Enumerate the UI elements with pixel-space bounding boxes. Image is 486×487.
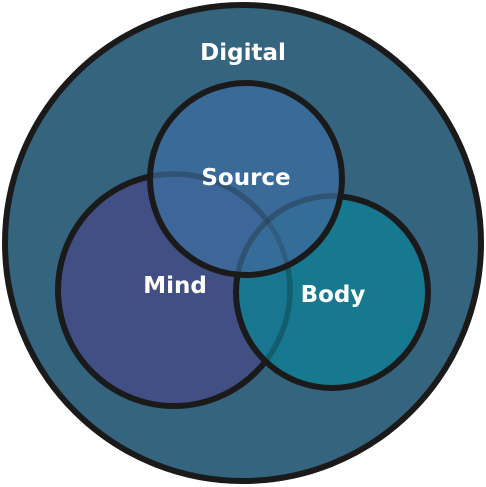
label-source: Source [201, 165, 290, 191]
circle-source [147, 80, 345, 278]
label-body: Body [301, 282, 366, 308]
circle-body-overlay-outline [233, 193, 431, 391]
circle-mind-overlay-outline [55, 171, 293, 409]
label-digital: Digital [200, 40, 286, 66]
label-mind: Mind [143, 273, 207, 299]
